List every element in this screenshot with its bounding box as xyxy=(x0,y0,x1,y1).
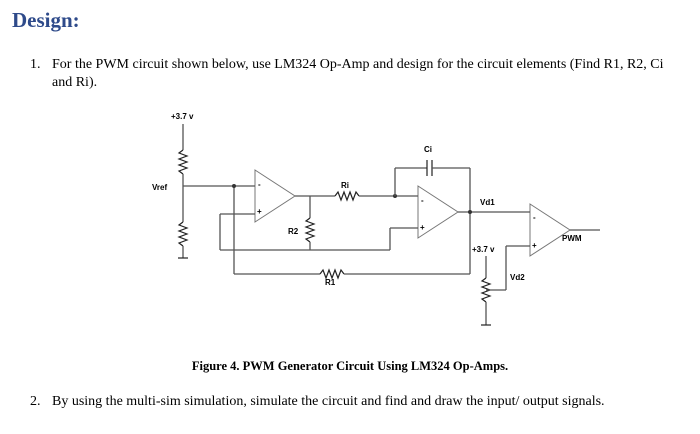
r2-label: R2 xyxy=(288,227,299,236)
vd2-label: Vd2 xyxy=(510,273,525,282)
supply-mid-label: +3.7 v xyxy=(472,245,495,254)
list-item-text: For the PWM circuit shown below, use LM3… xyxy=(52,57,664,90)
ri-resistor xyxy=(334,190,360,202)
r2-resistor xyxy=(304,217,316,243)
r1-label: R1 xyxy=(325,278,336,287)
op-amp-3-minus: - xyxy=(533,213,536,222)
op-amp-2 xyxy=(417,185,459,239)
pwm-circuit-diagram: - + - + - + +3.7 v Vref R1 Ri Ci Vd1 R2 xyxy=(152,112,600,326)
op-amp-2-plus: + xyxy=(420,223,425,232)
list-item-text: By using the multi-sim simulation, simul… xyxy=(52,394,605,409)
op-amp-1-minus: - xyxy=(258,180,261,189)
op-amp-1-plus: + xyxy=(257,207,262,216)
figure-caption: Figure 4. PWM Generator Circuit Using LM… xyxy=(191,359,509,373)
op-amp-3 xyxy=(529,203,571,257)
ri-label: Ri xyxy=(341,181,349,190)
r1-resistor xyxy=(319,268,345,280)
ci-label: Ci xyxy=(424,145,432,154)
op-amp-1 xyxy=(254,169,296,223)
pwm-label: PWM xyxy=(562,234,582,243)
op-amp-3-plus: + xyxy=(532,241,537,250)
op-amp-2-minus: - xyxy=(421,196,424,205)
pot-lower-resistor xyxy=(177,221,189,247)
section-heading: Design: xyxy=(12,8,80,32)
list-item-number: 1. xyxy=(30,57,41,72)
pot-upper-resistor xyxy=(177,149,189,175)
supply-top-label: +3.7 v xyxy=(171,112,194,121)
vd1-label: Vd1 xyxy=(480,198,495,207)
list-item-number: 2. xyxy=(30,394,41,409)
vref-label: Vref xyxy=(152,183,167,192)
